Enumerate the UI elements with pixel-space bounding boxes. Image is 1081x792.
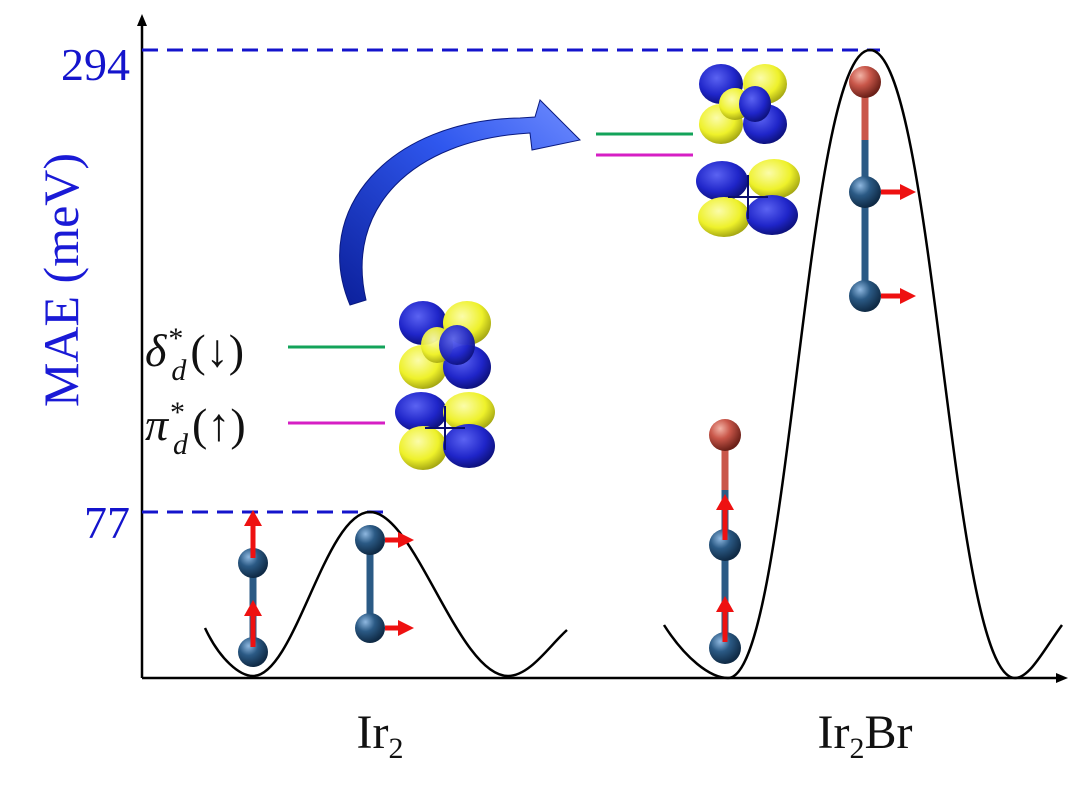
ir-atom-icon (849, 176, 881, 208)
magnetic-moment-arrow-icon (385, 620, 414, 636)
orbital-isosurface-icon (395, 392, 495, 470)
ir2-energy-curve (203, 510, 568, 678)
ir2br-molecule-easy-axis (709, 419, 741, 664)
ir-atom-icon (709, 529, 741, 561)
magnetic-moment-arrow-icon (881, 288, 916, 304)
ir2br-label: Ir2Br (818, 706, 913, 765)
delta-orbital-label: δ*d(↓) (145, 322, 244, 387)
ir2-label: Ir2 (357, 706, 404, 765)
ir-atom-icon (355, 525, 385, 555)
ir-atom-icon (849, 280, 881, 312)
y-axis-title: MAE (meV) (33, 153, 89, 407)
magnetic-moment-arrow-icon (881, 184, 916, 200)
orbital-isosurface-icon (399, 301, 491, 389)
ir-atom-icon (238, 548, 268, 578)
pi-orbital-label: π*d(↑) (145, 396, 246, 461)
curved-transition-arrow-icon (339, 99, 582, 306)
magnetic-moment-arrow-icon (244, 510, 262, 558)
ir2-molecule-easy-axis (238, 510, 268, 667)
br-atom-icon (709, 419, 741, 451)
ir-atom-icon (238, 637, 268, 667)
magnetic-moment-arrow-icon (716, 596, 734, 642)
br-atom-icon (849, 66, 881, 98)
magnetic-moment-arrow-icon (385, 532, 414, 548)
ir-atom-icon (709, 632, 741, 664)
ir-atom-icon (355, 613, 385, 643)
y-tick-77: 77 (84, 497, 130, 548)
orbital-isosurface-icon (699, 64, 787, 144)
ir2br-energy-curve (662, 48, 1064, 680)
ir2br-molecule-hard-axis (849, 66, 916, 312)
magnetic-moment-arrow-icon (244, 600, 262, 647)
y-tick-294: 294 (61, 39, 130, 90)
magnetic-moment-arrow-icon (716, 494, 734, 540)
ir2-molecule-hard-axis (355, 525, 414, 643)
orbital-isosurface-icon (696, 159, 800, 237)
